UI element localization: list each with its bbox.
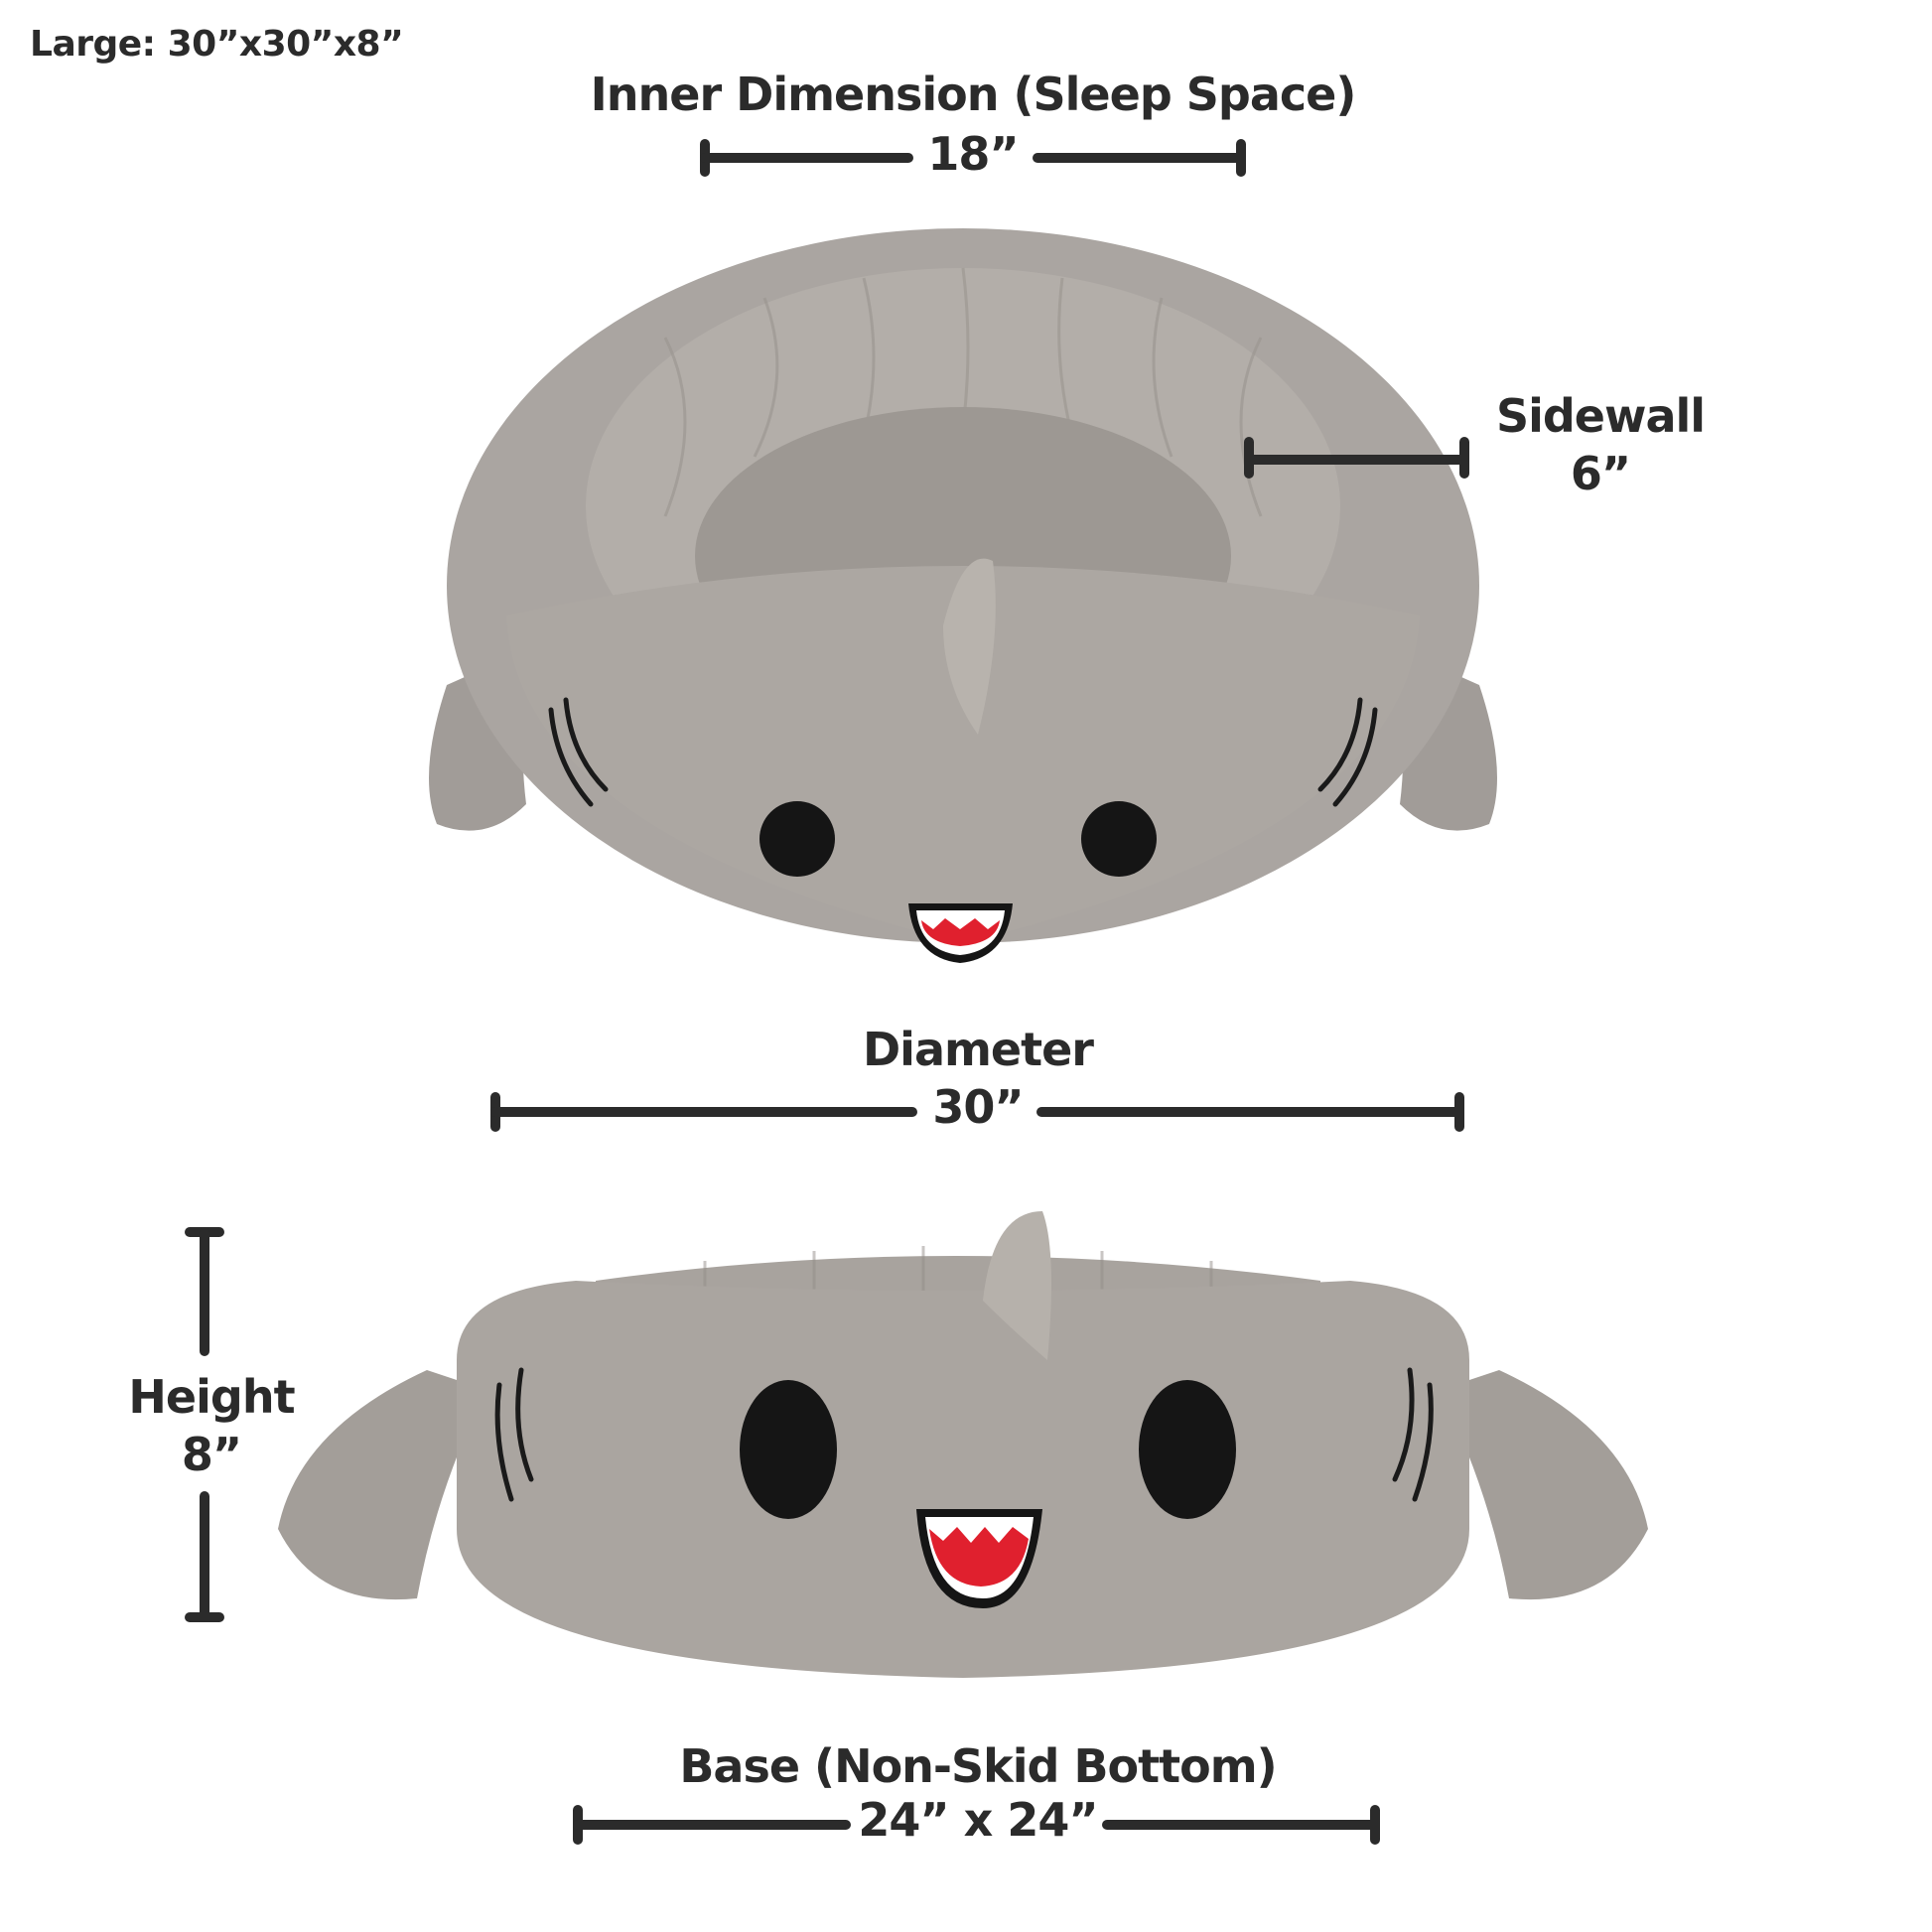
base-title: Base (Non-Skid Bottom)	[679, 1739, 1277, 1793]
diameter-left-bar	[490, 1107, 917, 1117]
diameter-right-bar	[1036, 1107, 1463, 1117]
base-right-cap	[1370, 1805, 1380, 1845]
inner-dimension-value: 18”	[927, 127, 1019, 181]
base-left-bar	[573, 1820, 851, 1830]
base-right-bar	[1102, 1820, 1380, 1830]
diameter-value: 30”	[932, 1080, 1024, 1134]
sidewall-value: 6”	[1570, 447, 1631, 500]
height-title: Height	[128, 1370, 295, 1424]
sidewall-title: Sidewall	[1495, 389, 1706, 443]
inner-dimension-right-bar	[1033, 153, 1246, 163]
shark-bed-front-view	[278, 1211, 1648, 1678]
sidewall-right-cap	[1459, 437, 1469, 479]
size-label: Large: 30”x30”x8”	[30, 24, 404, 65]
inner-dimension-left-bar	[700, 153, 913, 163]
base-value: 24” x 24”	[858, 1793, 1098, 1847]
inner-dimension-right-cap	[1236, 139, 1246, 177]
diameter-right-cap	[1454, 1092, 1464, 1132]
inner-dimension-title: Inner Dimension (Sleep Space)	[590, 68, 1357, 121]
sidewall-bar	[1246, 455, 1464, 465]
shark-bed-top-view	[429, 228, 1497, 963]
diameter-title: Diameter	[863, 1023, 1094, 1076]
sidewall-left-cap	[1244, 437, 1254, 479]
height-top-bar	[200, 1227, 209, 1356]
height-bottom-bar	[200, 1491, 209, 1620]
height-bottom-cap	[185, 1612, 224, 1622]
height-value: 8”	[181, 1428, 242, 1481]
